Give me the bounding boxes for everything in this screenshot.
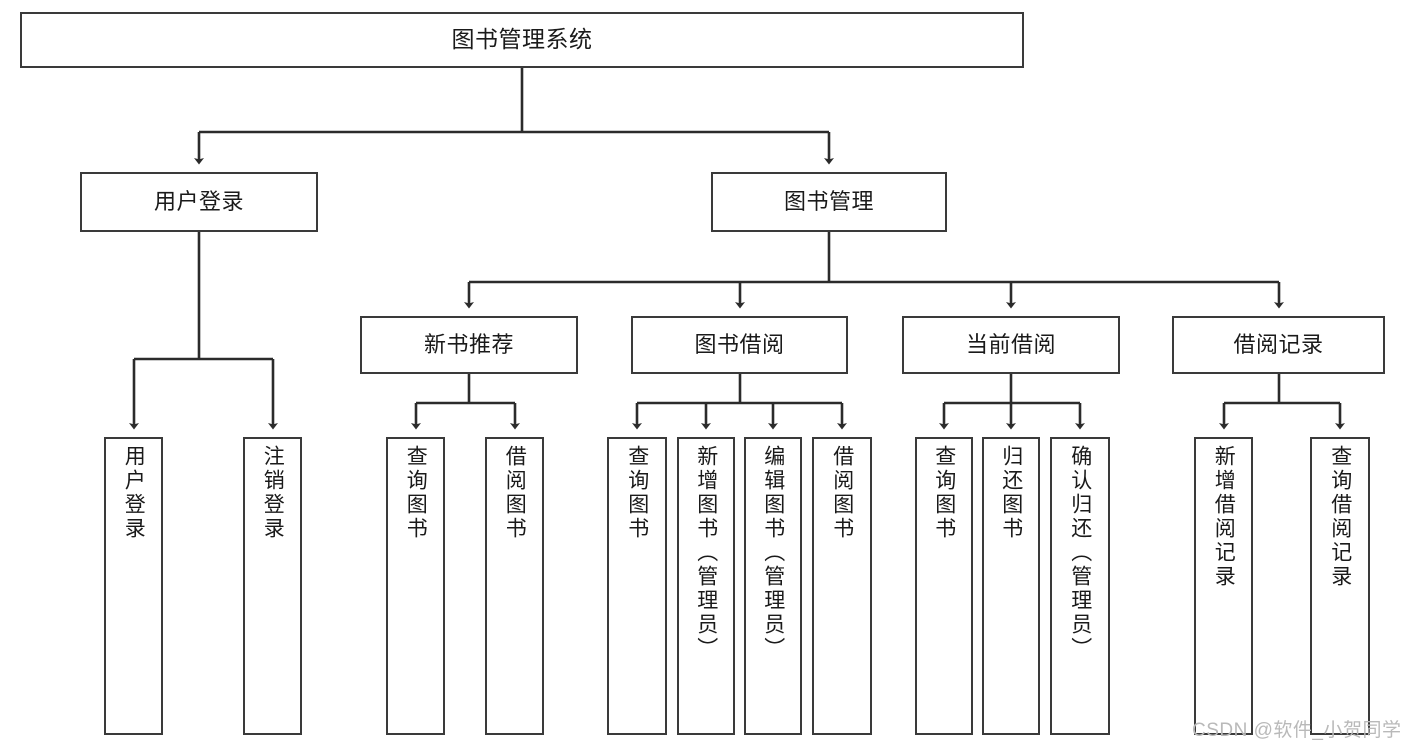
node-current-borrow[interactable]: 当前借阅 <box>902 316 1120 374</box>
node-label-leaf-borrow-book: 借阅图书 <box>830 445 854 541</box>
node-root[interactable]: 图书管理系统 <box>20 12 1024 68</box>
csdn-watermark: CSDN @软件_小贺同学 <box>1192 720 1402 741</box>
node-label-leaf-return-book: 归还图书 <box>999 445 1023 541</box>
node-label-leaf-add-record: 新增借阅记录 <box>1212 445 1236 589</box>
node-label-leaf-query-book-borrow: 查询图书 <box>625 445 649 541</box>
node-label-book-manage: 图书管理 <box>783 188 874 214</box>
node-label-leaf-query-record: 查询借阅记录 <box>1328 445 1352 589</box>
node-label-new-book-rec: 新书推荐 <box>423 331 514 357</box>
node-label-root: 图书管理系统 <box>451 26 593 53</box>
node-user-login[interactable]: 用户登录 <box>80 172 318 232</box>
node-leaf-borrow-book-rec[interactable]: 借阅图书 <box>485 437 544 735</box>
node-leaf-edit-book[interactable]: 编辑图书（管理员） <box>744 437 802 735</box>
node-leaf-query-book-cur[interactable]: 查询图书 <box>915 437 973 735</box>
node-label-leaf-query-book-cur: 查询图书 <box>932 445 956 541</box>
node-leaf-add-record[interactable]: 新增借阅记录 <box>1194 437 1253 735</box>
node-borrow-record[interactable]: 借阅记录 <box>1172 316 1385 374</box>
node-label-leaf-add-book: 新增图书（管理员） <box>694 445 718 661</box>
node-label-leaf-user-login: 用户登录 <box>122 445 146 541</box>
node-leaf-confirm-return[interactable]: 确认归还（管理员） <box>1050 437 1110 735</box>
node-label-borrow-record: 借阅记录 <box>1233 331 1324 357</box>
node-label-leaf-query-book-rec: 查询图书 <box>404 445 428 541</box>
node-label-leaf-logout: 注销登录 <box>261 445 285 541</box>
node-leaf-query-record[interactable]: 查询借阅记录 <box>1310 437 1370 735</box>
node-label-leaf-edit-book: 编辑图书（管理员） <box>761 445 785 661</box>
node-new-book-rec[interactable]: 新书推荐 <box>360 316 578 374</box>
node-label-leaf-confirm-return: 确认归还（管理员） <box>1068 445 1092 661</box>
node-leaf-return-book[interactable]: 归还图书 <box>982 437 1040 735</box>
node-label-user-login: 用户登录 <box>153 188 244 214</box>
node-leaf-borrow-book[interactable]: 借阅图书 <box>812 437 872 735</box>
node-leaf-query-book-rec[interactable]: 查询图书 <box>386 437 445 735</box>
node-leaf-query-book-borrow[interactable]: 查询图书 <box>607 437 667 735</box>
node-label-book-borrow: 图书借阅 <box>694 331 785 357</box>
node-leaf-user-login[interactable]: 用户登录 <box>104 437 163 735</box>
node-book-manage[interactable]: 图书管理 <box>711 172 947 232</box>
node-leaf-add-book[interactable]: 新增图书（管理员） <box>677 437 735 735</box>
node-label-current-borrow: 当前借阅 <box>965 331 1056 357</box>
node-label-leaf-borrow-book-rec: 借阅图书 <box>503 445 527 541</box>
node-leaf-logout[interactable]: 注销登录 <box>243 437 302 735</box>
node-book-borrow[interactable]: 图书借阅 <box>631 316 848 374</box>
